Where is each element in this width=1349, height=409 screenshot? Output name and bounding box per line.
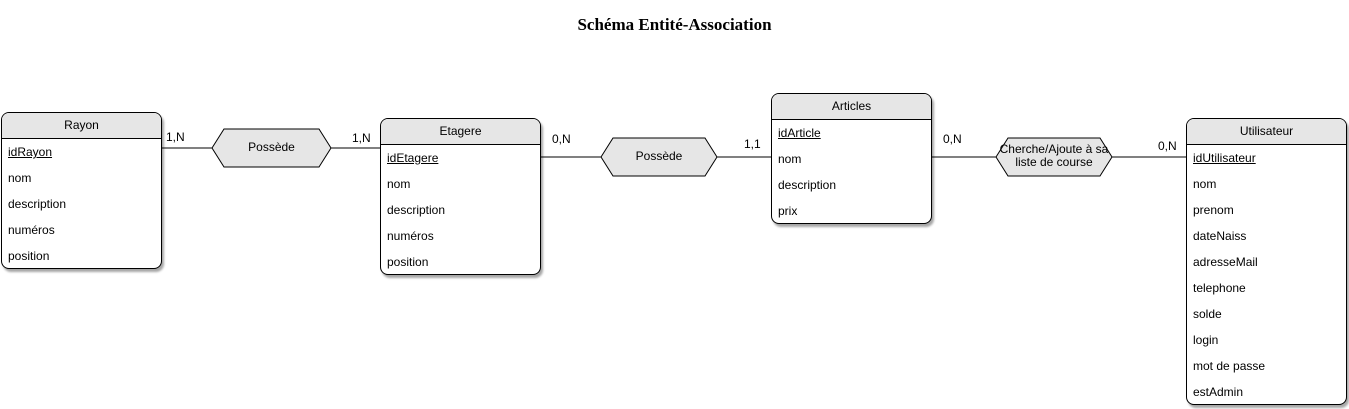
attribute-position: position xyxy=(387,255,429,269)
attribute-login: login xyxy=(1193,333,1219,347)
entity-articles: Articles idArticle nom description prix xyxy=(771,93,932,224)
attribute-solde: solde xyxy=(1193,307,1222,321)
attribute-nom: nom xyxy=(8,171,32,185)
attribute-nom: nom xyxy=(1193,177,1217,191)
attribute-nom: nom xyxy=(778,152,802,166)
attribute-id-rayon: idRayon xyxy=(8,145,53,159)
attribute-description: description xyxy=(778,178,837,192)
relationship-possede-2-label: Possède xyxy=(635,149,683,163)
attribute-numeros: numéros xyxy=(387,229,434,243)
attribute-id-etagere: idEtagere xyxy=(387,151,439,165)
entity-utilisateur-name: Utilisateur xyxy=(1187,119,1346,145)
entity-articles-name: Articles xyxy=(772,94,931,120)
entity-etagere-name: Etagere xyxy=(381,119,540,145)
relationship-possede-1-shape xyxy=(211,128,332,168)
entity-rayon-name: Rayon xyxy=(2,113,161,139)
cardinality-articles-possede: 1,1 xyxy=(744,137,761,151)
attribute-adresse-mail: adresseMail xyxy=(1193,255,1258,269)
attribute-position: position xyxy=(8,249,50,263)
attribute-numeros: numéros xyxy=(8,223,55,237)
cardinality-rayon-possede: 1,N xyxy=(166,130,185,144)
entity-utilisateur: Utilisateur idUtilisateur nom prenom dat… xyxy=(1186,118,1347,405)
relationship-possede-2-shape xyxy=(600,137,718,177)
relationship-cherche-shape xyxy=(995,137,1113,177)
attribute-prix: prix xyxy=(778,204,798,218)
attribute-telephone: telephone xyxy=(1193,281,1246,295)
attribute-description: description xyxy=(387,203,446,217)
diagram-title: Schéma Entité-Association xyxy=(577,15,772,34)
entity-etagere: Etagere idEtagere nom description numéro… xyxy=(380,118,541,275)
attribute-est-admin: estAdmin xyxy=(1193,385,1244,399)
attribute-description: description xyxy=(8,197,67,211)
relationship-cherche-label: Cherche/Ajoute à sa liste de course xyxy=(999,142,1109,169)
relationship-possede-1-label: Possède xyxy=(248,140,295,154)
cardinality-etagere-possede: 1,N xyxy=(352,131,371,145)
attribute-mot-de-passe: mot de passe xyxy=(1193,359,1266,373)
attribute-nom: nom xyxy=(387,177,411,191)
cardinality-etagere-possede-2: 0,N xyxy=(552,132,571,146)
attribute-prenom: prenom xyxy=(1193,203,1234,217)
attribute-date-naiss: dateNaiss xyxy=(1193,229,1247,243)
entity-rayon: Rayon idRayon nom description numéros po… xyxy=(1,112,162,269)
cardinality-utilisateur-cherche: 0,N xyxy=(1158,139,1177,153)
attribute-id-article: idArticle xyxy=(778,126,821,140)
attribute-id-utilisateur: idUtilisateur xyxy=(1193,151,1256,165)
cardinality-articles-cherche: 0,N xyxy=(943,132,962,146)
